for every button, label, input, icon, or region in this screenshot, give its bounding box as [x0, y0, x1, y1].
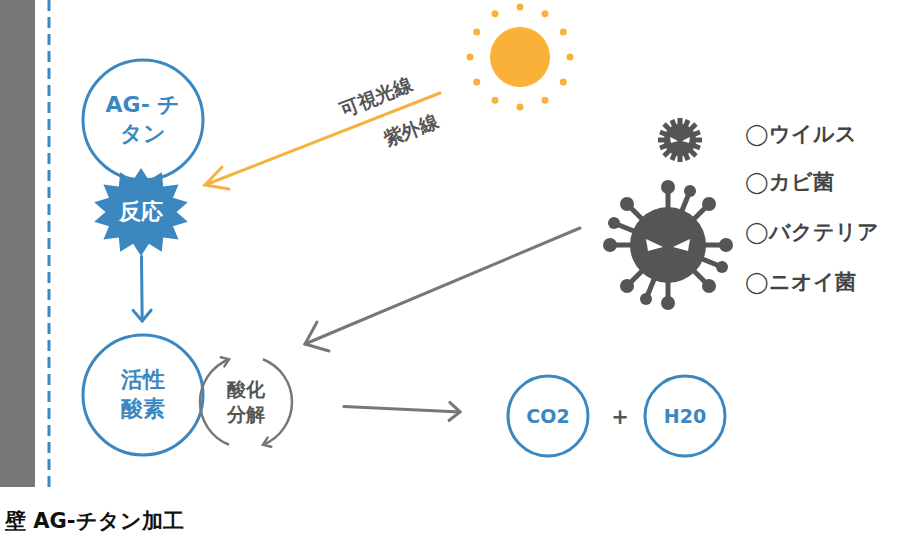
- germ-list-item: ◯ニオイ菌: [745, 270, 856, 295]
- flow-arrow: [133, 256, 151, 321]
- circle-node: 活性 酸素: [81, 333, 205, 457]
- light-label: 可視光線: [336, 73, 415, 122]
- germ-list-item: ◯ウイルス: [745, 122, 857, 147]
- sun: [467, 4, 574, 111]
- cycle-node: 酸化 分解: [194, 352, 298, 452]
- light-label: 紫外線: [380, 109, 441, 151]
- node-text: 反応: [119, 198, 163, 227]
- node-text: H20: [664, 404, 706, 429]
- node-text: 活性 酸素: [118, 366, 168, 423]
- node-text: 酸化 分解: [224, 377, 268, 426]
- coating-line: [48, 0, 51, 487]
- reaction-burst: 反応: [93, 168, 189, 256]
- wall: [0, 0, 35, 487]
- node-text: CO2: [526, 404, 569, 429]
- plus-sign: +: [611, 405, 629, 430]
- germ-arrow: [305, 228, 580, 351]
- node-outline: [81, 333, 205, 457]
- node-outline: [194, 352, 298, 452]
- node-text: AG- チタン: [103, 91, 183, 148]
- circle-node: H20: [643, 374, 727, 458]
- flow-arrow: [344, 402, 460, 420]
- circle-node: AG- チタン: [81, 58, 205, 182]
- germ-list-item: ◯カビ菌: [745, 170, 834, 195]
- node-outline: [81, 58, 205, 182]
- large-virus: [603, 180, 733, 310]
- caption: 壁 AG-チタン加工: [5, 509, 184, 534]
- circle-node: CO2: [506, 374, 590, 458]
- germ-list-item: ◯バクテリア: [745, 220, 879, 245]
- small-virus: [658, 118, 702, 162]
